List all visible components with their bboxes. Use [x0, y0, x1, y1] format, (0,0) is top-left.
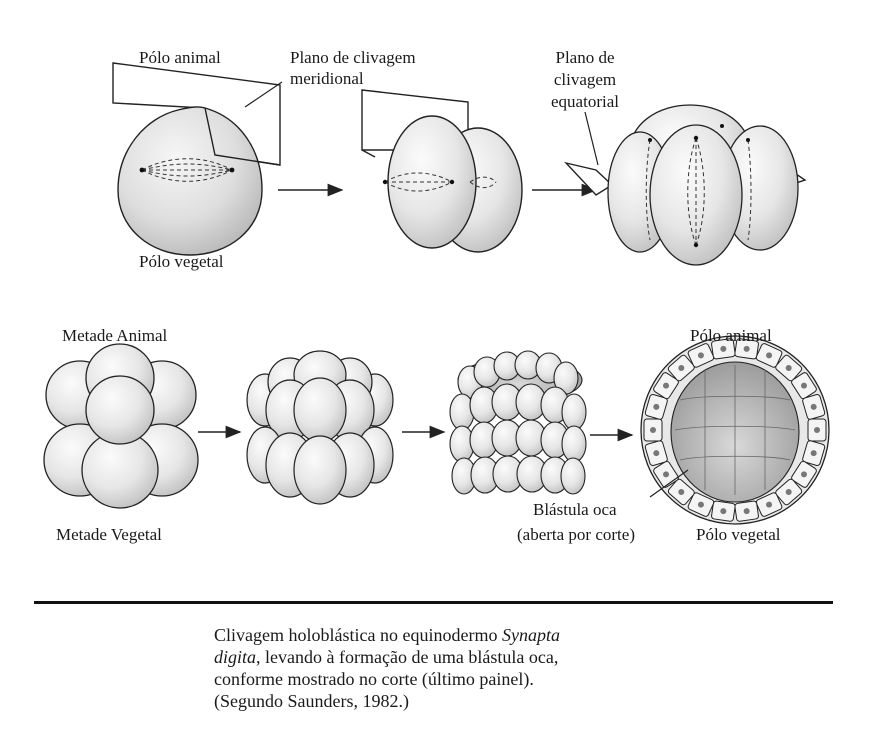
cell-nucleus — [650, 427, 656, 433]
cell-nucleus — [766, 501, 773, 508]
caption-divider — [34, 601, 833, 604]
cell-nucleus — [653, 450, 660, 457]
cell-nucleus — [800, 471, 807, 478]
cell-nucleus — [810, 450, 817, 457]
label-metade-animal: Metade Animal — [62, 326, 168, 345]
caption-line-1: Clivagem holoblástica no equinodermo Syn… — [214, 625, 560, 645]
cell-nucleus — [663, 471, 670, 478]
cell-nucleus — [663, 382, 670, 389]
label-polo-vegetal-bottom: Pólo vegetal — [696, 525, 781, 544]
cell-nucleus — [743, 345, 750, 352]
label-polo-vegetal-top: Pólo vegetal — [139, 252, 224, 271]
caption-line-2: digita, levando à formação de uma blástu… — [214, 647, 559, 667]
cell-nucleus — [720, 345, 727, 352]
cell-nucleus — [814, 427, 820, 433]
cell-nucleus — [785, 365, 792, 372]
four-cell-panel — [563, 104, 807, 266]
blastula-panel — [640, 335, 830, 525]
cell-nucleus — [720, 508, 727, 515]
cell-nucleus — [766, 352, 773, 359]
figure-caption: Clivagem holoblástica no equinodermo Syn… — [214, 624, 634, 712]
cell-nucleus — [743, 508, 750, 515]
cell-nucleus — [697, 501, 704, 508]
label-metade-vegetal: Metade Vegetal — [56, 525, 162, 544]
morula-panel — [449, 350, 587, 495]
two-cell-panel — [361, 89, 523, 253]
mitotic-spindle — [141, 158, 233, 182]
caption-line-4: (Segundo Saunders, 1982.) — [214, 691, 409, 711]
label-plano-meridional-l2: meridional — [290, 69, 364, 88]
zygote-panel — [112, 62, 281, 256]
label-plano-meridional-l1: Plano de clivagem — [290, 48, 416, 67]
cell-nucleus — [653, 403, 660, 410]
label-blastula-l2: (aberta por corte) — [517, 525, 635, 544]
label-plano-equatorial-l2: clivagem — [553, 70, 617, 89]
cell-nucleus — [785, 488, 792, 495]
sixteen-cell-panel — [246, 350, 394, 505]
label-plano-equatorial-l1: Plano de — [555, 48, 615, 67]
label-polo-animal-top: Pólo animal — [139, 48, 221, 67]
eight-cell-panel — [43, 343, 199, 509]
label-blastula-l1: Blástula oca — [533, 500, 617, 519]
cell-nucleus — [800, 382, 807, 389]
label-plano-equatorial-l3: equatorial — [551, 92, 619, 111]
caption-line-3: conforme mostrado no corte (último paine… — [214, 669, 534, 689]
cell-nucleus — [678, 488, 685, 495]
cell-nucleus — [810, 403, 817, 410]
cell-nucleus — [678, 365, 685, 372]
cell-nucleus — [697, 352, 704, 359]
label-polo-animal-bottom: Pólo animal — [690, 326, 772, 345]
